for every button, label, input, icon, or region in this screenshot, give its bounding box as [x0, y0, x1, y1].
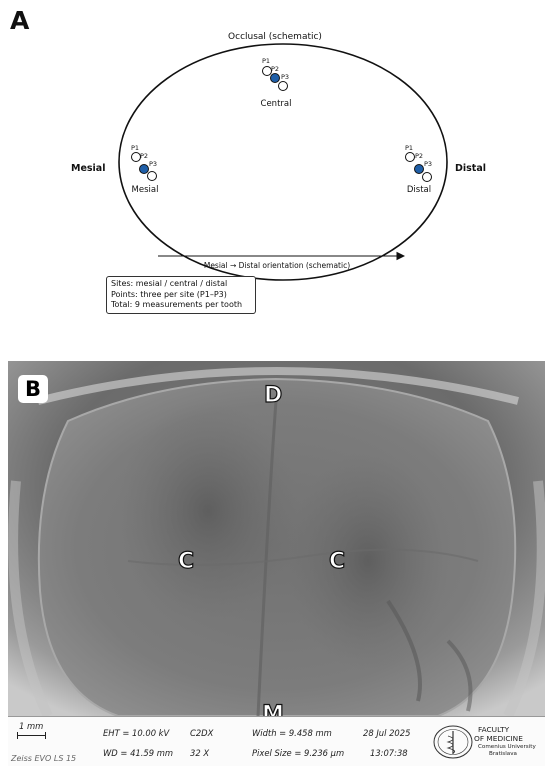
central-p2-point	[270, 73, 280, 83]
scale-bar-tick-right	[45, 732, 46, 739]
scale-bar-tick-left	[17, 732, 18, 739]
scale-bar	[17, 735, 45, 736]
central-p1-label: P1	[262, 57, 270, 65]
marker-distal: D	[263, 382, 283, 408]
sem-databar: 1 mm Zeiss EVO LS 15 EHT = 10.00 kV WD =…	[8, 716, 545, 766]
central-p3-point	[278, 81, 288, 91]
eht-value: EHT = 10.00 kV	[103, 728, 170, 738]
instrument-label: Zeiss EVO LS 15	[11, 754, 77, 763]
pixel-size-value: Pixel Size = 9.236 µm	[252, 748, 345, 758]
central-site-label: Central	[261, 99, 292, 109]
panel-b-label: B	[18, 375, 48, 403]
central-p3-label: P3	[281, 73, 289, 81]
legend-total: Total: 9 measurements per tooth	[111, 300, 243, 309]
central-p1-point	[262, 66, 272, 76]
sem-micrograph	[8, 361, 545, 716]
mesial-site: P1 P2 P3 Mesial	[131, 144, 158, 195]
distal-site: P1 P2 P3 Distal	[405, 144, 432, 195]
faculty-line-2: OF MEDICINE	[474, 734, 523, 743]
mesial-side-label: Mesial	[71, 163, 105, 174]
date-value: 28 Jul 2025	[363, 728, 411, 738]
central-site: P1 P2 P3 Central	[261, 57, 292, 109]
mesial-p3-point	[147, 171, 157, 181]
distal-side-label: Distal	[455, 163, 486, 174]
distal-p2-point	[414, 164, 424, 174]
width-value: Width = 9.458 mm	[252, 728, 332, 738]
mesial-p1-label: P1	[131, 144, 139, 152]
wd-value: WD = 41.59 mm	[103, 748, 174, 758]
legend-sites: Sites: mesial / central / distal	[111, 279, 228, 288]
orientation-label: Mesial → Distal orientation (schematic)	[204, 261, 350, 270]
scale-label: 1 mm	[19, 721, 44, 731]
marker-central-right: C	[328, 548, 346, 574]
legend-points: Points: three per site (P1–P3)	[111, 289, 227, 299]
panel-b-sem-image: B D C C M 1 mm Zeiss EVO LS 15 EHT = 10.…	[8, 361, 545, 766]
faculty-logo-icon	[433, 725, 473, 759]
tooth-outline	[118, 43, 448, 281]
panel-a-schematic: A Occlusal (schematic) Mesial Distal P1 …	[0, 0, 550, 350]
central-p2-label: P2	[271, 65, 279, 73]
mesial-p2-point	[139, 164, 149, 174]
distal-p1-point	[405, 152, 415, 162]
university-line-1: Comenius University	[478, 744, 536, 750]
faculty-line-1: FACULTY	[478, 725, 510, 734]
marker-central-left: C	[177, 548, 195, 574]
distal-p3-point	[422, 172, 432, 182]
distal-p3-label: P3	[424, 160, 432, 168]
detector-value: C2DX	[190, 728, 214, 738]
time-value: 13:07:38	[370, 748, 408, 758]
mesial-p2-label: P2	[140, 152, 148, 160]
mesial-p3-label: P3	[149, 160, 157, 168]
distal-p2-label: P2	[415, 152, 423, 160]
distal-site-label: Distal	[407, 185, 431, 195]
occlusal-label: Occlusal (schematic)	[228, 32, 322, 42]
legend-box: Sites: mesial / central / distal Points:…	[106, 276, 256, 314]
mag-value: 32 X	[190, 748, 210, 758]
university-line-2: Bratislava	[489, 751, 517, 757]
distal-p1-label: P1	[405, 144, 413, 152]
panel-a-label: A	[10, 6, 30, 35]
occlusal-schematic: Occlusal (schematic) Mesial Distal P1 P2…	[71, 32, 486, 281]
mesial-site-label: Mesial	[132, 185, 159, 195]
mesial-p1-point	[131, 152, 141, 162]
